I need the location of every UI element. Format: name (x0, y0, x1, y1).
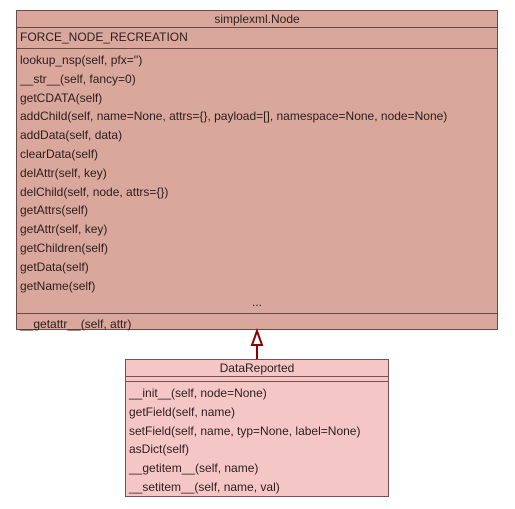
operation: getAttrs(self) (20, 203, 89, 218)
operation: asDict(self) (129, 442, 190, 457)
operation-section: lookup_nsp(self, pfx='') __str__(self, f… (17, 49, 497, 313)
operation: getCDATA(self) (20, 90, 103, 105)
operation: delChild(self, node, attrs={}) (20, 184, 169, 199)
operation: setField(self, name, typ=None, label=Non… (129, 423, 361, 438)
operation: addChild(self, name=None, attrs={}, payl… (20, 109, 448, 124)
operation: lookup_nsp(self, pfx='') (20, 53, 143, 67)
inheritance-arrowhead (250, 328, 264, 346)
operation: __setitem__(self, name, val) (129, 479, 280, 494)
class-box-simplexml-node[interactable]: simplexml.Node FORCE_NODE_RECREATION loo… (16, 10, 498, 333)
attribute: FORCE_NODE_RECREATION (20, 30, 188, 44)
operation: getField(self, name) (129, 404, 236, 419)
operation: __str__(self, fancy=0) (20, 71, 136, 86)
operation: getAttr(self, key) (20, 222, 108, 237)
operation-section-tail: __getattr__(self, attr) (17, 313, 497, 333)
class-name: simplexml.Node (17, 11, 497, 28)
operation: __getitem__(self, name) (129, 461, 259, 476)
operation: getName(self) (20, 278, 96, 293)
operation: __init__(self, node=None) (129, 386, 267, 400)
class-box-datareported[interactable]: DataReported __init__(self, node=None) g… (125, 359, 389, 497)
operation-section: __init__(self, node=None) getField(self,… (126, 382, 388, 497)
attribute-section (126, 377, 388, 382)
class-name: DataReported (126, 360, 388, 377)
attribute-section: FORCE_NODE_RECREATION (17, 28, 497, 49)
operation: addData(self, data) (20, 128, 123, 143)
operation: delAttr(self, key) (20, 165, 107, 180)
operation: getData(self) (20, 259, 89, 274)
operations-ellipsis: ... (251, 295, 262, 310)
operation: __getattr__(self, attr) (20, 317, 132, 332)
operation: clearData(self) (20, 146, 99, 161)
operation: getChildren(self) (20, 240, 109, 255)
